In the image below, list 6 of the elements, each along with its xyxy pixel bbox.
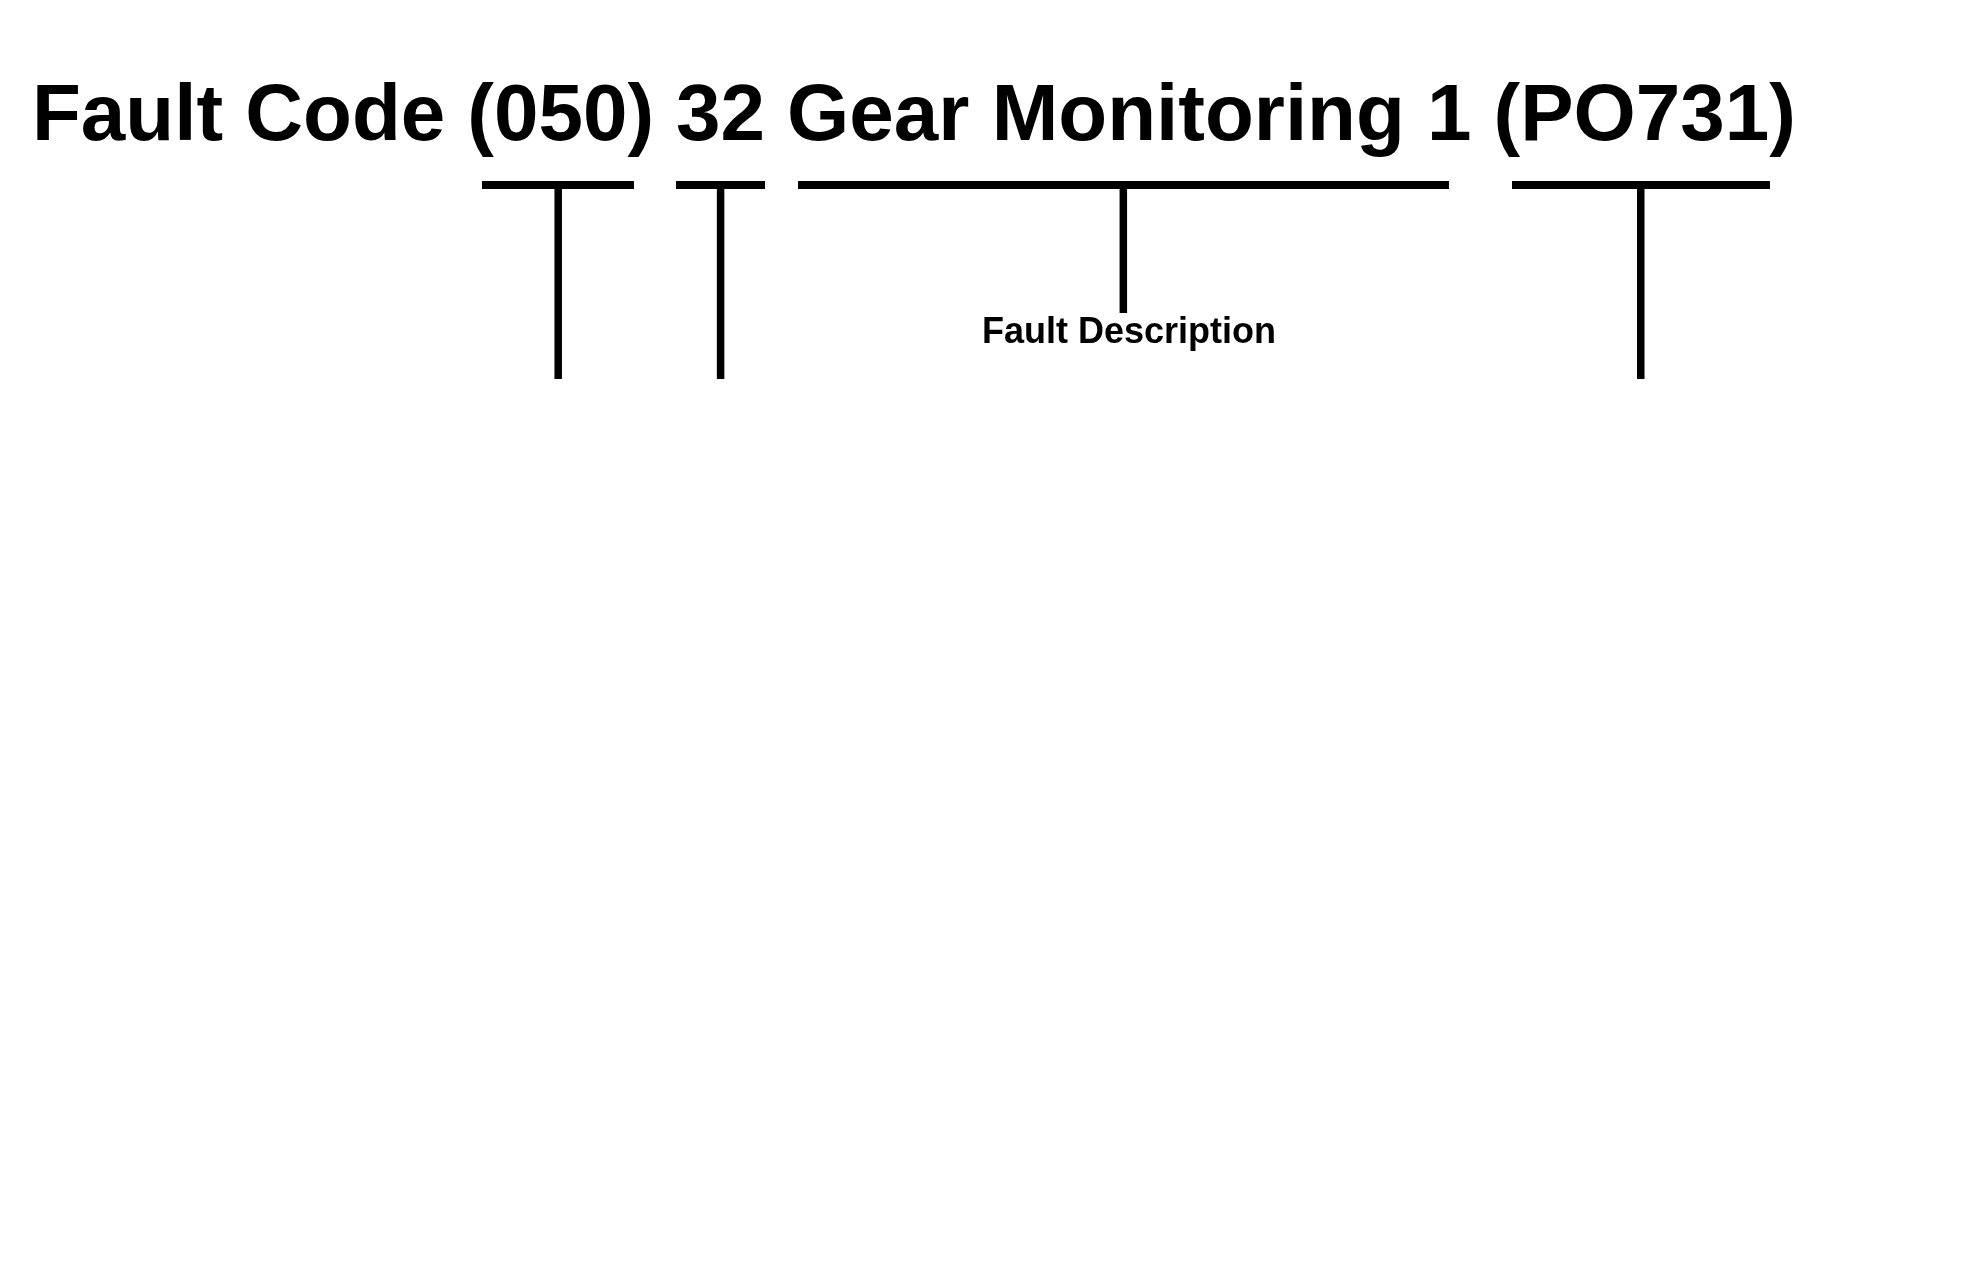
underlined-code-segment: (050) xyxy=(467,73,655,189)
underlined-code-segment: 32 xyxy=(676,73,766,189)
underlined-code-segment: (PO731) xyxy=(1493,73,1796,189)
underlined-code-segment: Gear Monitoring 1 xyxy=(787,73,1472,189)
callout-label: Fault Description xyxy=(982,313,1276,349)
heading-text: Fault Code xyxy=(32,73,446,159)
